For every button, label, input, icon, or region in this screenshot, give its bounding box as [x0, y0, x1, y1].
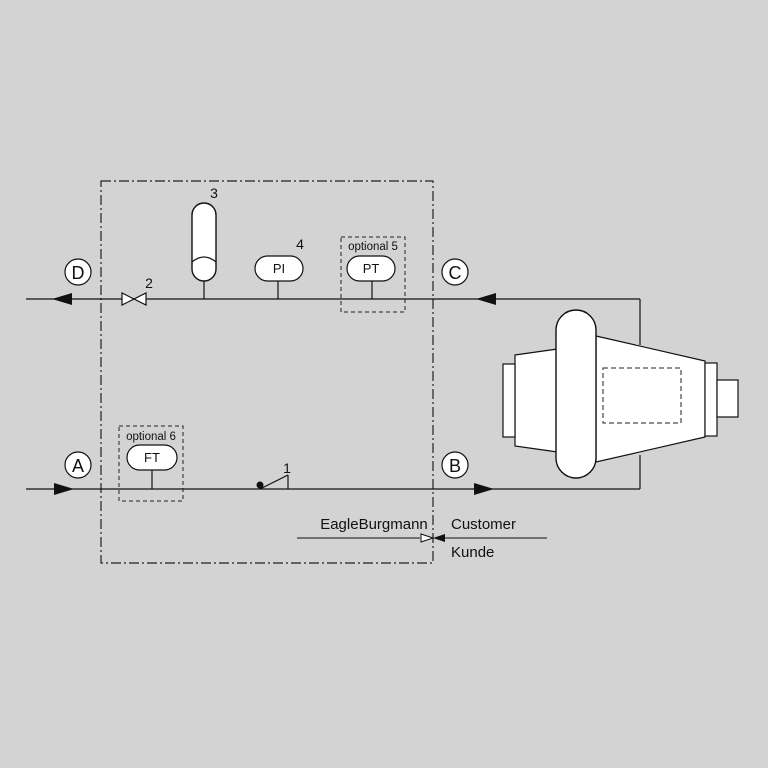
pt-label: PT: [363, 261, 380, 276]
port-b: B: [441, 451, 469, 479]
pump-seal-housing: [502, 309, 739, 479]
port-c-label: C: [449, 263, 462, 283]
pt-option-box: [340, 236, 406, 313]
ft-option-label: optional 6: [126, 431, 176, 443]
supplier-label: EagleBurgmann: [320, 516, 428, 533]
port-d: D: [64, 258, 92, 286]
non-return-valve-number: 1: [283, 460, 291, 476]
non-return-valve-symbol: [256, 474, 289, 490]
pressure-indicator: PI: [254, 255, 304, 299]
pt-option-label: optional 5: [348, 241, 398, 253]
valve-number: 2: [145, 275, 153, 291]
accumulator-number: 3: [210, 185, 218, 201]
flow-arrow-c: [476, 293, 496, 305]
port-c: C: [441, 258, 469, 286]
flow-arrow-b: [474, 483, 494, 495]
customer-label: Customer: [451, 516, 516, 533]
pi-number: 4: [296, 236, 304, 252]
ft-label: FT: [144, 450, 160, 465]
port-a: A: [64, 451, 92, 479]
scope-interface: [297, 533, 547, 543]
valve-symbol: [121, 292, 147, 306]
scope-boundary: [100, 180, 434, 564]
customer-de-label: Kunde: [451, 544, 494, 561]
pi-label: PI: [273, 261, 285, 276]
port-d-label: D: [72, 263, 85, 283]
flow-arrow-d: [52, 293, 72, 305]
port-b-label: B: [449, 456, 461, 476]
flow-transmitter-optional: optional 6 FT: [118, 425, 184, 502]
pressure-transmitter-optional: optional 5 PT: [340, 236, 406, 313]
flow-arrow-a: [54, 483, 74, 495]
port-a-label: A: [72, 456, 84, 476]
accumulator-symbol: [191, 202, 217, 299]
ft-option-box: [118, 425, 184, 502]
